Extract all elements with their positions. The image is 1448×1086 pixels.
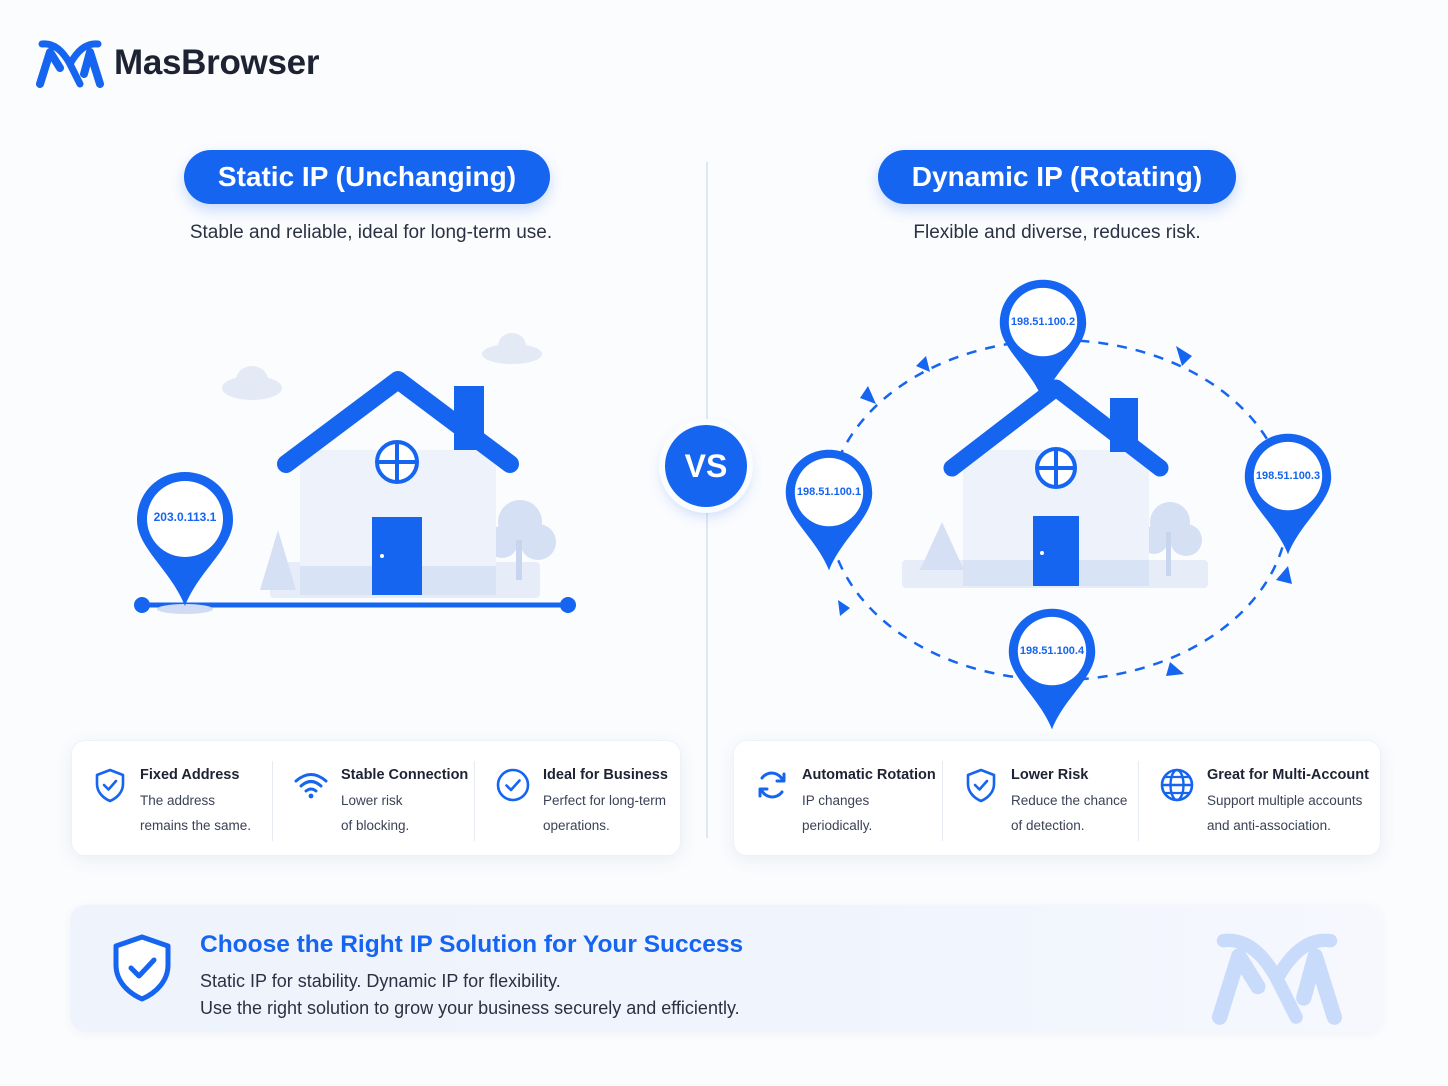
feature-title: Stable Connection	[341, 767, 469, 783]
feature-desc: IP changes	[802, 793, 870, 808]
location-pin-icon	[785, 449, 873, 571]
feature-desc: Support multiple accounts	[1207, 793, 1363, 808]
feature-desc: The address	[140, 793, 216, 808]
shield-check-icon	[95, 768, 125, 803]
feature-fixed-address: Fixed Address The address remains the sam…	[72, 761, 272, 841]
feature-title: Automatic Rotation	[802, 767, 936, 783]
masbrowser-logo-icon	[36, 40, 104, 88]
feature-title: Ideal for Business	[543, 767, 668, 783]
dynamic-ip-left: 198.51.100.1	[796, 486, 862, 498]
static-ip-address: 203.0.113.1	[153, 510, 217, 524]
masbrowser-watermark-icon	[1212, 933, 1342, 1025]
dynamic-ip-bottom: 198.51.100.4	[1019, 645, 1085, 657]
location-pin-icon	[1008, 608, 1096, 730]
feature-ideal-business: Ideal for Business Perfect for long-term…	[474, 761, 680, 841]
feature-desc: Lower risk	[341, 793, 403, 808]
static-ip-title: Static IP (Unchanging)	[184, 150, 550, 204]
feature-desc: of blocking.	[341, 818, 410, 833]
location-pin-icon	[1244, 433, 1332, 555]
vs-badge: VS	[665, 425, 747, 507]
feature-title: Lower Risk	[1011, 767, 1089, 783]
cloud-icon	[222, 333, 542, 400]
feature-desc: remains the same.	[140, 818, 252, 833]
brand-name: MasBrowser	[114, 43, 320, 82]
refresh-icon	[758, 771, 786, 799]
dynamic-ip-title: Dynamic IP (Rotating)	[878, 150, 1236, 204]
feature-desc: Reduce the chance	[1011, 793, 1128, 808]
feature-desc: Perfect for long-term	[543, 793, 667, 808]
shield-check-icon	[113, 934, 171, 1002]
banner-title: Choose the Right IP Solution for Your Su…	[200, 931, 744, 958]
feature-title: Fixed Address	[140, 767, 240, 783]
rotation-arrows	[838, 346, 1292, 676]
dynamic-ip-illustration	[826, 338, 1292, 682]
brand-logo: MasBrowser	[36, 38, 319, 88]
feature-desc: and anti-association.	[1207, 818, 1331, 833]
feature-desc: operations.	[543, 818, 610, 833]
dynamic-features-card: Automatic Rotation IP changes periodicall…	[733, 740, 1381, 856]
location-pin-icon	[999, 279, 1087, 401]
static-ip-illustration	[134, 333, 576, 614]
feature-lower-risk: Lower Risk Reduce the chance of detection…	[942, 761, 1138, 841]
shield-check-icon	[966, 768, 996, 803]
feature-desc: of detection.	[1011, 818, 1085, 833]
banner-line-1: Static IP for stability. Dynamic IP for …	[200, 971, 561, 991]
globe-icon	[1160, 768, 1194, 802]
feature-title: Great for Multi-Account	[1207, 767, 1369, 783]
dynamic-ip-top: 198.51.100.2	[1010, 316, 1076, 328]
location-pin-icon	[137, 472, 233, 606]
bottom-banner: Choose the Right IP Solution for Your Su…	[70, 905, 1382, 1032]
static-features-card: Fixed Address The address remains the sam…	[71, 740, 681, 856]
banner-line-2: Use the right solution to grow your busi…	[200, 998, 740, 1018]
feature-multi-account: Great for Multi-Account Support multiple…	[1138, 761, 1376, 841]
dynamic-ip-right: 198.51.100.3	[1255, 470, 1321, 482]
check-circle-icon	[496, 768, 530, 802]
feature-stable-connection: Stable Connection Lower risk of blocking.	[272, 761, 474, 841]
feature-automatic-rotation: Automatic Rotation IP changes periodicall…	[734, 761, 942, 841]
feature-desc: periodically.	[802, 818, 873, 833]
wifi-icon	[294, 773, 328, 799]
dynamic-ip-subtitle: Flexible and diverse, reduces risk.	[913, 222, 1201, 243]
static-ip-subtitle: Stable and reliable, ideal for long-term…	[189, 222, 553, 243]
